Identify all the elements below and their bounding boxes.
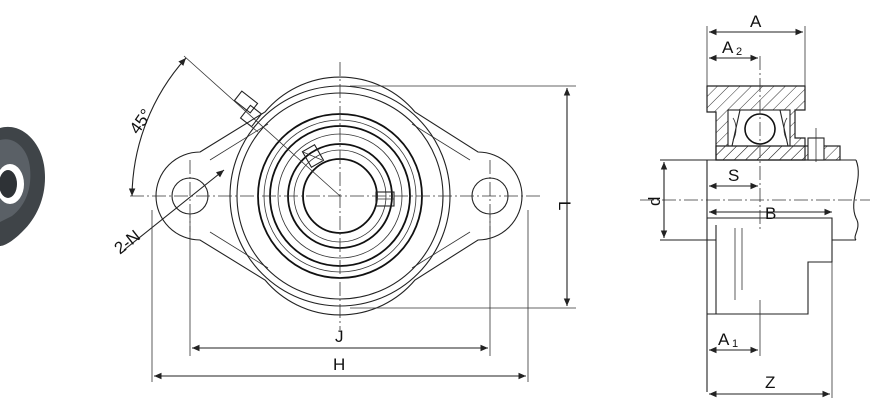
set-screw-top: [301, 143, 325, 169]
product-photo-fragment: [0, 126, 46, 246]
side-view: A A 2 S B d A 1 Z: [640, 12, 870, 398]
front-view: 45° 2-N J H L: [111, 55, 576, 382]
grease-fitting: [233, 90, 263, 133]
dim-h-label: H: [333, 355, 345, 374]
dim-j-label: J: [335, 327, 344, 346]
dim-l-label: L: [555, 201, 574, 210]
dim-a2-subscript: 2: [736, 46, 742, 58]
set-screw-right: [375, 191, 395, 207]
bolt-holes-label: 2-N: [111, 226, 144, 258]
dim-a2-label: A: [722, 38, 734, 57]
dim-a-label: A: [750, 12, 762, 31]
dim-d-label: d: [645, 197, 664, 206]
dim-a1-subscript: 1: [732, 338, 738, 350]
dim-b-label: B: [765, 204, 776, 223]
dim-a1-label: A: [718, 330, 730, 349]
dim-z-label: Z: [765, 373, 775, 392]
dim-s-label: S: [728, 166, 739, 185]
